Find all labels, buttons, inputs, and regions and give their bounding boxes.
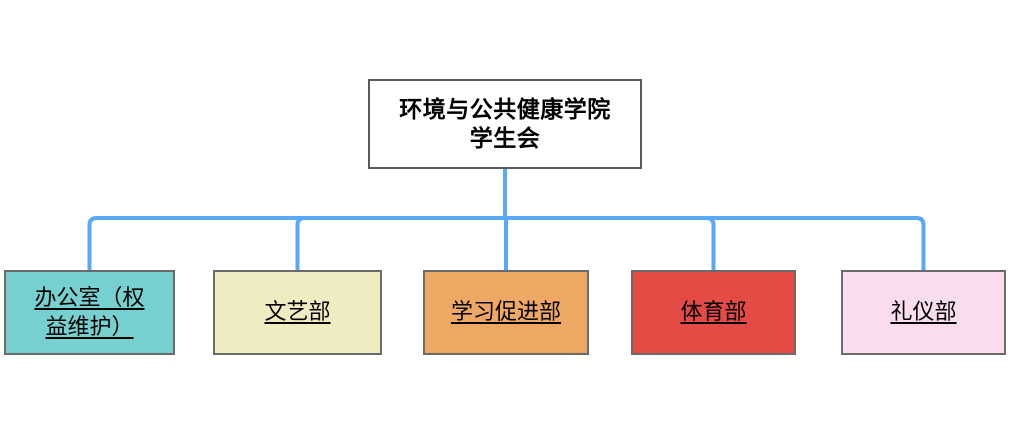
org-node-arts-label: 文艺部 [264,299,331,325]
org-node-sports-label: 体育部 [680,299,747,325]
connector-root-to-arts [295,216,505,270]
org-node-study[interactable]: 学习促进部 [423,270,589,355]
org-node-study-label: 学习促进部 [450,299,561,325]
org-node-etiquette-label: 礼仪部 [890,299,957,325]
org-node-etiquette[interactable]: 礼仪部 [841,270,1006,355]
org-node-arts[interactable]: 文艺部 [213,270,382,355]
org-node-root[interactable]: 环境与公共健康学院 学生会 [368,79,642,169]
connector-root-to-etiquette [505,216,926,270]
org-node-root-label: 环境与公共健康学院 学生会 [399,95,611,151]
org-node-office[interactable]: 办公室（权 益维护） [4,270,175,355]
org-node-sports[interactable]: 体育部 [631,270,796,355]
org-node-office-label: 办公室（权 益维护） [34,285,145,339]
connector-root-to-sports [505,216,716,270]
connector-root-to-office [87,216,505,270]
